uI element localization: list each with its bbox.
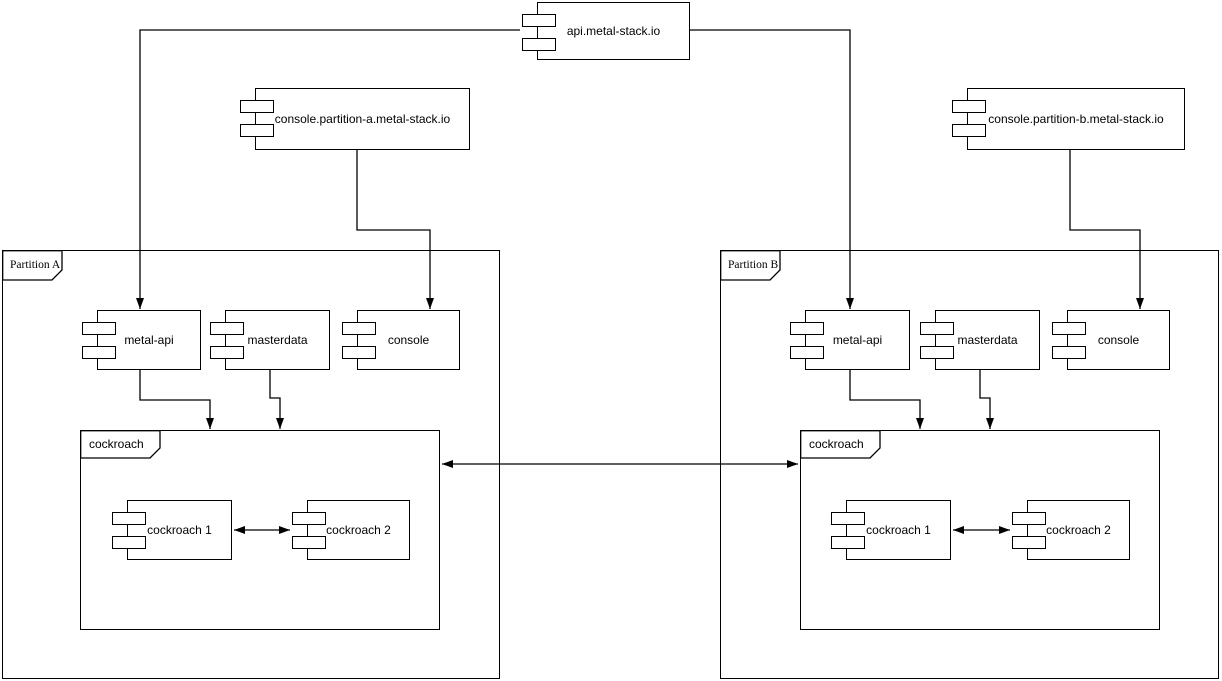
component-console-b: console: [1052, 310, 1170, 370]
component-masterdata-a-label: masterdata: [247, 333, 308, 347]
component-console-partition-a: console.partition-a.metal-stack.io: [240, 88, 470, 150]
component-metal-api-a-label: metal-api: [124, 333, 174, 347]
component-cockroach1-b-label: cockroach 1: [866, 523, 931, 537]
component-console-partition-a-label: console.partition-a.metal-stack.io: [274, 112, 451, 126]
component-console-a: console: [342, 310, 460, 370]
partition-a-tab-shape: [2, 250, 63, 281]
component-masterdata-b: masterdata: [920, 310, 1040, 370]
cockroach-b-label: cockroach: [809, 436, 864, 451]
component-api-label: api.metal-stack.io: [566, 24, 661, 38]
component-cockroach2-b: cockroach 2: [1012, 500, 1130, 560]
partition-a-label: Partition A: [10, 258, 61, 271]
component-api: api.metal-stack.io: [522, 2, 690, 60]
component-cockroach1-a-label: cockroach 1: [147, 523, 212, 537]
component-cockroach2-b-label: cockroach 2: [1046, 523, 1111, 537]
cockroach-a-label: cockroach: [89, 436, 144, 451]
component-metal-api-a: metal-api: [82, 310, 201, 370]
component-console-b-label: console: [1097, 333, 1140, 347]
component-console-partition-b: console.partition-b.metal-stack.io: [952, 88, 1185, 150]
component-cockroach1-b: cockroach 1: [831, 500, 951, 560]
component-metal-api-b: metal-api: [790, 310, 910, 370]
cockroach-group-b: [800, 430, 1160, 630]
cockroach-a-tab-shape: [80, 430, 161, 459]
component-cockroach1-a: cockroach 1: [112, 500, 232, 560]
component-cockroach2-a-label: cockroach 2: [326, 523, 391, 537]
partition-b-label: Partition B: [728, 258, 779, 271]
cockroach-group-a: [80, 430, 440, 630]
component-masterdata-a: masterdata: [210, 310, 330, 370]
component-console-partition-b-label: console.partition-b.metal-stack.io: [988, 112, 1164, 126]
component-masterdata-b-label: masterdata: [957, 333, 1018, 347]
component-metal-api-b-label: metal-api: [832, 333, 883, 347]
component-console-a-label: console: [387, 333, 430, 347]
cockroach-b-tab-shape: [800, 430, 881, 459]
component-cockroach2-a: cockroach 2: [292, 500, 410, 560]
